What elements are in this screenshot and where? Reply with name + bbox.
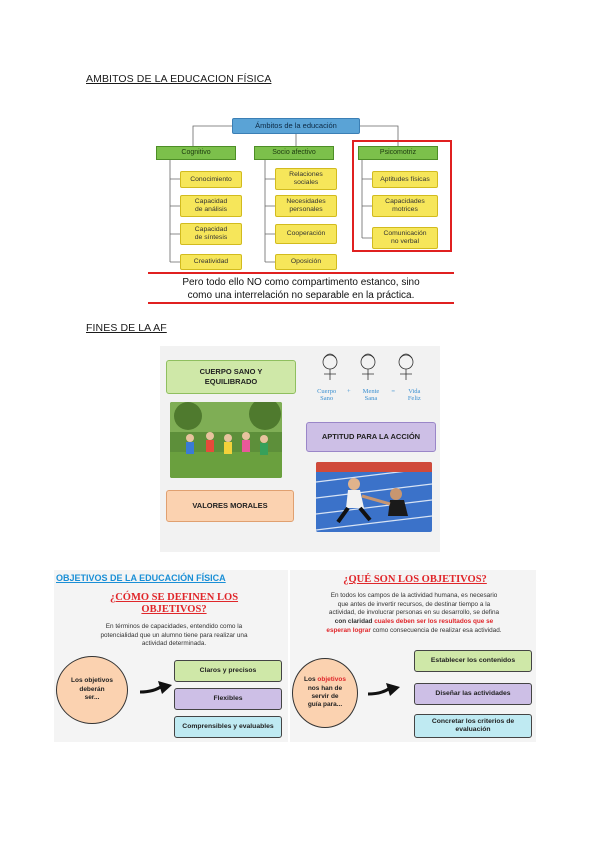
eq-vida-feliz: Vida Feliz <box>407 388 421 402</box>
fines-panel: CUERPO SANO Y EQUILIBRADO VALORES MORALE… <box>160 346 440 552</box>
eq-mente-sana: Mente Sana <box>362 388 380 402</box>
category-cognitivo: Cognitivo <box>156 146 236 160</box>
item-relaciones-sociales: Relaciones sociales <box>275 168 337 190</box>
item-cooperacion: Cooperación <box>275 224 337 244</box>
item-creatividad: Creatividad <box>180 254 242 270</box>
diagram-connectors <box>169 125 399 263</box>
box-valores-morales: VALORES MORALES <box>166 490 294 522</box>
que-son-line-4-red: cuales deben ser los resultados que se <box>374 617 494 625</box>
question-como-se-definen: ¿CÓMO SE DEFINEN LOS OBJETIVOS? <box>74 592 274 615</box>
arrow-right-icon-2 <box>367 683 400 696</box>
definition-line-2: potencialidad que un alumno tiene para r… <box>100 631 248 639</box>
diagram-root: Ámbitos de la educación <box>232 118 360 134</box>
eq-plus: + <box>346 388 351 395</box>
circle-r-line-1: Los objetivos <box>304 676 346 684</box>
circle-objetivos-deberan: Los objetivos deberán ser... <box>56 656 128 724</box>
psicomotriz-highlight-box <box>352 140 452 252</box>
circle-line-2: deberán <box>79 685 105 693</box>
definition-text: En términos de capacidades, entendido co… <box>68 623 280 649</box>
slide-title-objetivos: OBJETIVOS DE LA EDUCACIÓN FÍSICA <box>56 573 226 583</box>
circle-line-1: Los objetivos <box>71 677 113 685</box>
note-line-2: como una interrelación no separable en l… <box>187 290 415 301</box>
item-capacidad-analisis: Capacidad de análisis <box>180 195 242 217</box>
ambitos-heading: AMBITOS DE LA EDUCACION FÍSICA <box>86 73 272 85</box>
slide-que-son-objetivos: ¿QUÉ SON LOS OBJETIVOS? En todos los cam… <box>290 570 536 742</box>
box-aptitud-accion: APTITUD PARA LA ACCIÓN <box>306 422 436 452</box>
category-psicomotriz: Psicomotriz <box>358 146 438 160</box>
question-que-son: ¿QUÉ SON LOS OBJETIVOS? <box>343 574 487 585</box>
que-son-line-4: con claridad cuales deben ser los result… <box>296 618 532 627</box>
definition-line-3: actividad determinada. <box>141 640 207 648</box>
que-son-text: En todos los campos de la actividad huma… <box>296 592 532 635</box>
option-establecer-contenidos: Establecer los contenidos <box>414 650 532 672</box>
equation-illustration: Cuerpo Sano + Mente Sana = Vida Feliz <box>310 352 430 408</box>
eq-cuerpo-sano: Cuerpo Sano <box>317 388 337 402</box>
item-comunicacion-no-verbal: Comunicación no verbal <box>372 227 438 249</box>
item-necesidades-personales: Necesidades personales <box>275 195 337 217</box>
option-comprensibles: Comprensibles y evaluables <box>174 716 282 738</box>
circle-r-los: Los <box>304 676 316 684</box>
arrow-right-icon <box>139 681 172 694</box>
ambitos-diagram: Ámbitos de la educación Cognitivo Socio … <box>148 96 454 306</box>
circle-line-3: ser... <box>84 694 100 702</box>
item-capacidades-motrices: Capacidades motrices <box>372 195 438 217</box>
item-aptitudes-fisicas: Aptitudes físicas <box>372 171 438 188</box>
que-son-line-4-bold: con claridad <box>334 617 373 625</box>
que-son-line-5-rest: como consecuencia de realizar esa activi… <box>372 626 502 634</box>
category-socio-afectivo: Socio afectivo <box>254 146 334 160</box>
option-claros-precisos: Claros y precisos <box>174 660 282 682</box>
option-concretar-criterios: Concretar los criterios de evaluación <box>414 714 532 738</box>
eq-equals: = <box>391 388 395 395</box>
que-son-line-1: En todos los campos de la actividad huma… <box>330 592 498 599</box>
slide-como-se-definen: OBJETIVOS DE LA EDUCACIÓN FÍSICA ¿CÓMO S… <box>54 570 288 742</box>
que-son-line-5-red: esperan lograr <box>326 626 371 634</box>
question-line-1: ¿CÓMO SE DEFINEN LOS <box>109 592 239 603</box>
note-line-1: Pero todo ello NO como compartimento est… <box>182 277 420 288</box>
que-son-line-2: que antes de invertir recursos, de desti… <box>337 600 491 608</box>
item-oposicion: Oposición <box>275 254 337 270</box>
circle-r-line-3: servir de <box>311 693 339 700</box>
fines-heading: FINES DE LA AF <box>86 322 167 334</box>
diagram-note: Pero todo ello NO como compartimento est… <box>148 272 454 304</box>
item-capacidad-sintesis: Capacidad de síntesis <box>180 223 242 245</box>
item-conocimiento: Conocimiento <box>180 171 242 188</box>
children-running-photo <box>170 402 282 478</box>
definition-line-1: En términos de capacidades, entendido co… <box>105 623 243 630</box>
que-son-line-3: actividad, de involucrar personas en su … <box>328 609 500 617</box>
circle-r-line-2: nos han de <box>307 684 343 692</box>
option-disenar-actividades: Diseñar las actividades <box>414 683 532 705</box>
circle-r-objetivos: objetivos <box>317 676 346 684</box>
circle-r-line-4: guía para... <box>307 701 343 709</box>
circle-objetivos-guia: Los objetivos nos han de servir de guía … <box>292 658 358 728</box>
question-line-2: OBJETIVOS? <box>141 603 207 615</box>
athletes-track-photo <box>316 462 432 532</box>
que-son-line-5: esperan lograr como consecuencia de real… <box>296 627 532 636</box>
kids-drawing-icon <box>322 353 414 380</box>
option-flexibles: Flexibles <box>174 688 282 710</box>
box-cuerpo-sano: CUERPO SANO Y EQUILIBRADO <box>166 360 296 394</box>
